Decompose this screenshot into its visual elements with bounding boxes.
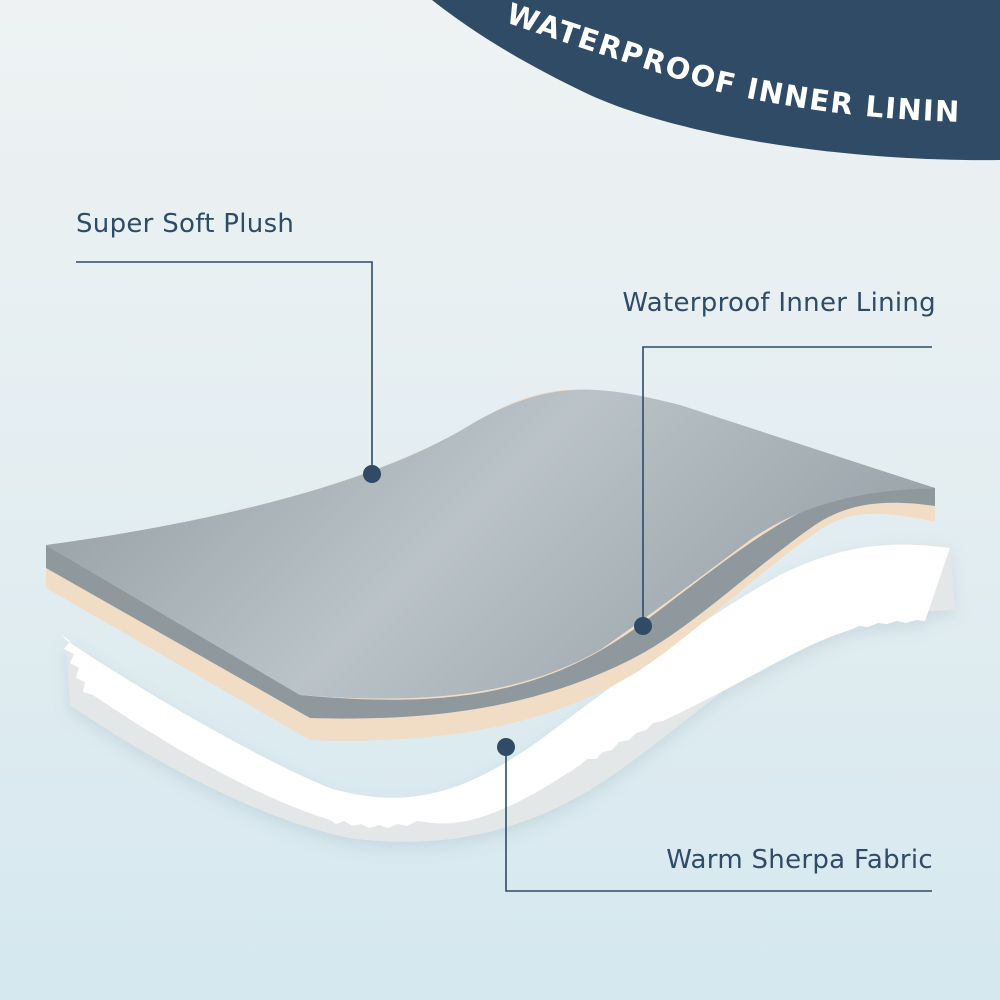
banner-shape — [432, 0, 1000, 161]
sherpa-layer — [62, 543, 955, 842]
label-waterproof-inner-lining: Waterproof Inner Lining — [622, 288, 936, 318]
label-warm-sherpa-fabric: Warm Sherpa Fabric — [666, 845, 933, 875]
leader-lining — [642, 346, 932, 626]
marker-lining — [634, 617, 652, 635]
plush-layer — [46, 389, 935, 699]
label-super-soft-plush: Super Soft Plush — [76, 209, 294, 239]
leader-sherpa — [505, 747, 932, 892]
marker-plush — [363, 465, 381, 483]
leader-plush — [76, 261, 373, 474]
